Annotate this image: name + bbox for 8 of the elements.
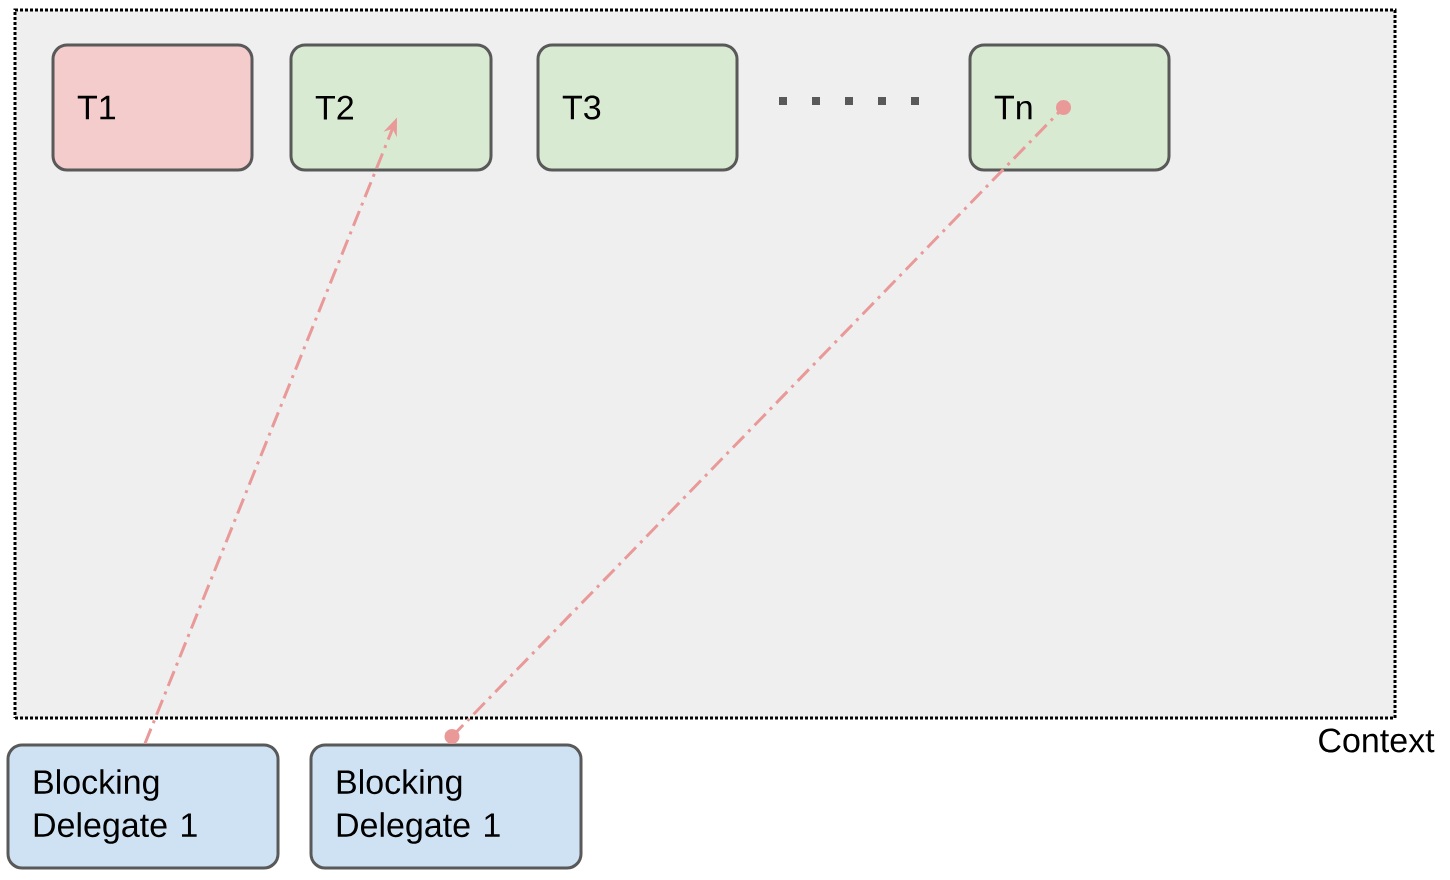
- task-box: Tn: [968, 43, 1171, 172]
- task-box: T1: [51, 43, 254, 172]
- delegate-box: Blocking Delegate 1: [309, 743, 583, 870]
- frame-label: Context: [1319, 728, 1435, 753]
- connector: [444, 100, 1071, 744]
- task-box: T3: [536, 43, 739, 172]
- task-box: T2: [289, 43, 493, 172]
- delegate-box: Blocking Delegate 1: [6, 743, 280, 870]
